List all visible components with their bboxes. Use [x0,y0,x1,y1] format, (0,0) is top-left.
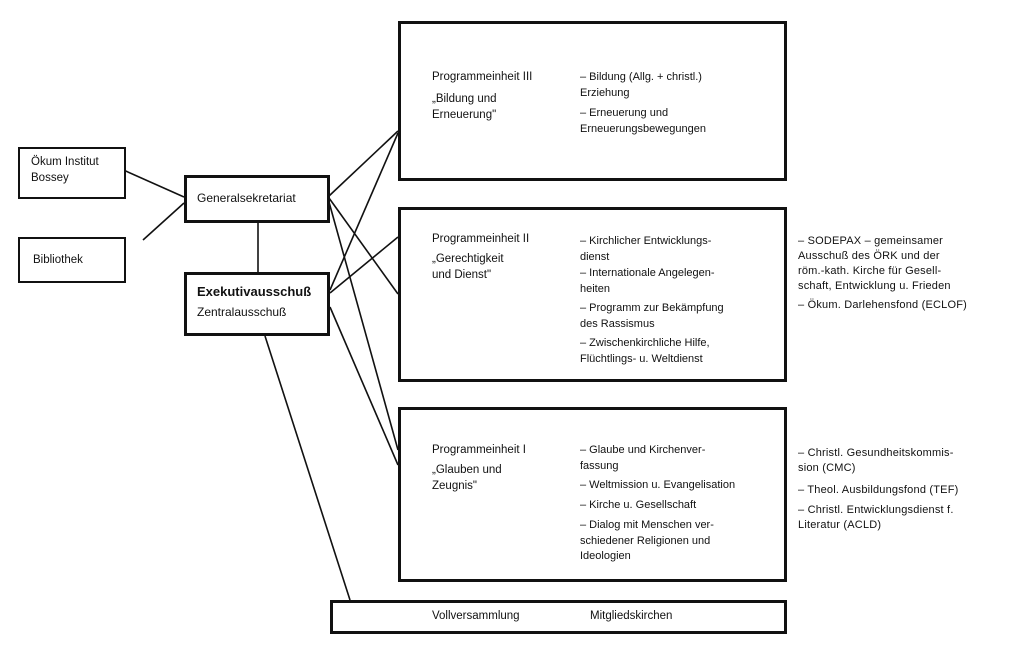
side-note: – Ökum. Darlehensfond (ECLOF) [798,299,968,311]
unit-2-item: – Zwischenkirchliche Hilfe, Flüchtlings-… [580,337,710,365]
unit-1-item: – Dialog mit Menschen ver- schiedener Re… [580,519,714,562]
unit-1-item: – Kirche u. Gesellschaft [580,499,697,511]
side-note: – Christl. Entwicklungsdienst f. Literat… [798,504,954,531]
unit-2-subtitle: „Gerechtigkeit und Dienst" [432,253,504,281]
vollversammlung-label: Vollversammlung [432,610,520,622]
side-note: – Theol. Ausbildungsfond (TEF) [798,484,959,496]
connector [118,167,185,198]
side-note: – Christl. Gesundheitskommis- sion (CMC) [798,447,954,474]
unit-1-item: – Glaube und Kirchenver- fassung [580,444,706,472]
connector [329,236,399,294]
unit-2-item: – Kirchlicher Entwicklungs- dienst [580,235,712,263]
unit-1-subtitle: „Glauben und Zeugnis" [432,464,502,492]
side-note: – SODEPAX – gemeinsamer Ausschuß des ÖRK… [798,235,951,292]
bibliothek-box [18,237,126,283]
unit-2-box [398,207,787,382]
unit-3-box [398,21,787,181]
connector [328,201,399,451]
mitgliedskirchen-label: Mitgliedskirchen [590,610,673,622]
connector [264,335,351,601]
unit-1-title: Programmeinheit I [432,444,526,456]
unit-3-subtitle: „Bildung und Erneuerung" [432,93,497,121]
generalsekretariat-box [184,175,330,223]
zentral-label: Zentralausschuß [197,305,287,319]
unit-2-item: – Internationale Angelegen- heiten [580,267,715,295]
unit-3-item: – Bildung (Allg. + christl.) Erziehung [580,71,702,99]
connector [328,130,399,197]
exekutiv-box [184,272,330,336]
bibliothek-label: Bibliothek [33,254,83,266]
connector [328,197,399,295]
institut-label: Ökum Institut Bossey [31,156,99,184]
unit-3-item: – Erneuerung und Erneuerungsbewegungen [580,107,706,135]
exekutiv-label: Exekutivausschuß [197,284,312,299]
connector [142,202,185,241]
vollversammlung-box [330,600,787,634]
connector [329,132,399,291]
connector [329,306,399,466]
unit-1-item: – Weltmission u. Evangelisation [580,479,736,491]
generalsekretariat-label: Generalsekretariat [197,191,296,205]
unit-2-item: – Programm zur Bekämpfung des Rassismus [580,302,724,330]
unit-3-title: Programmeinheit III [432,71,533,83]
unit-2-title: Programmeinheit II [432,233,530,245]
institut-box [18,147,126,199]
unit-1-box [398,407,787,582]
